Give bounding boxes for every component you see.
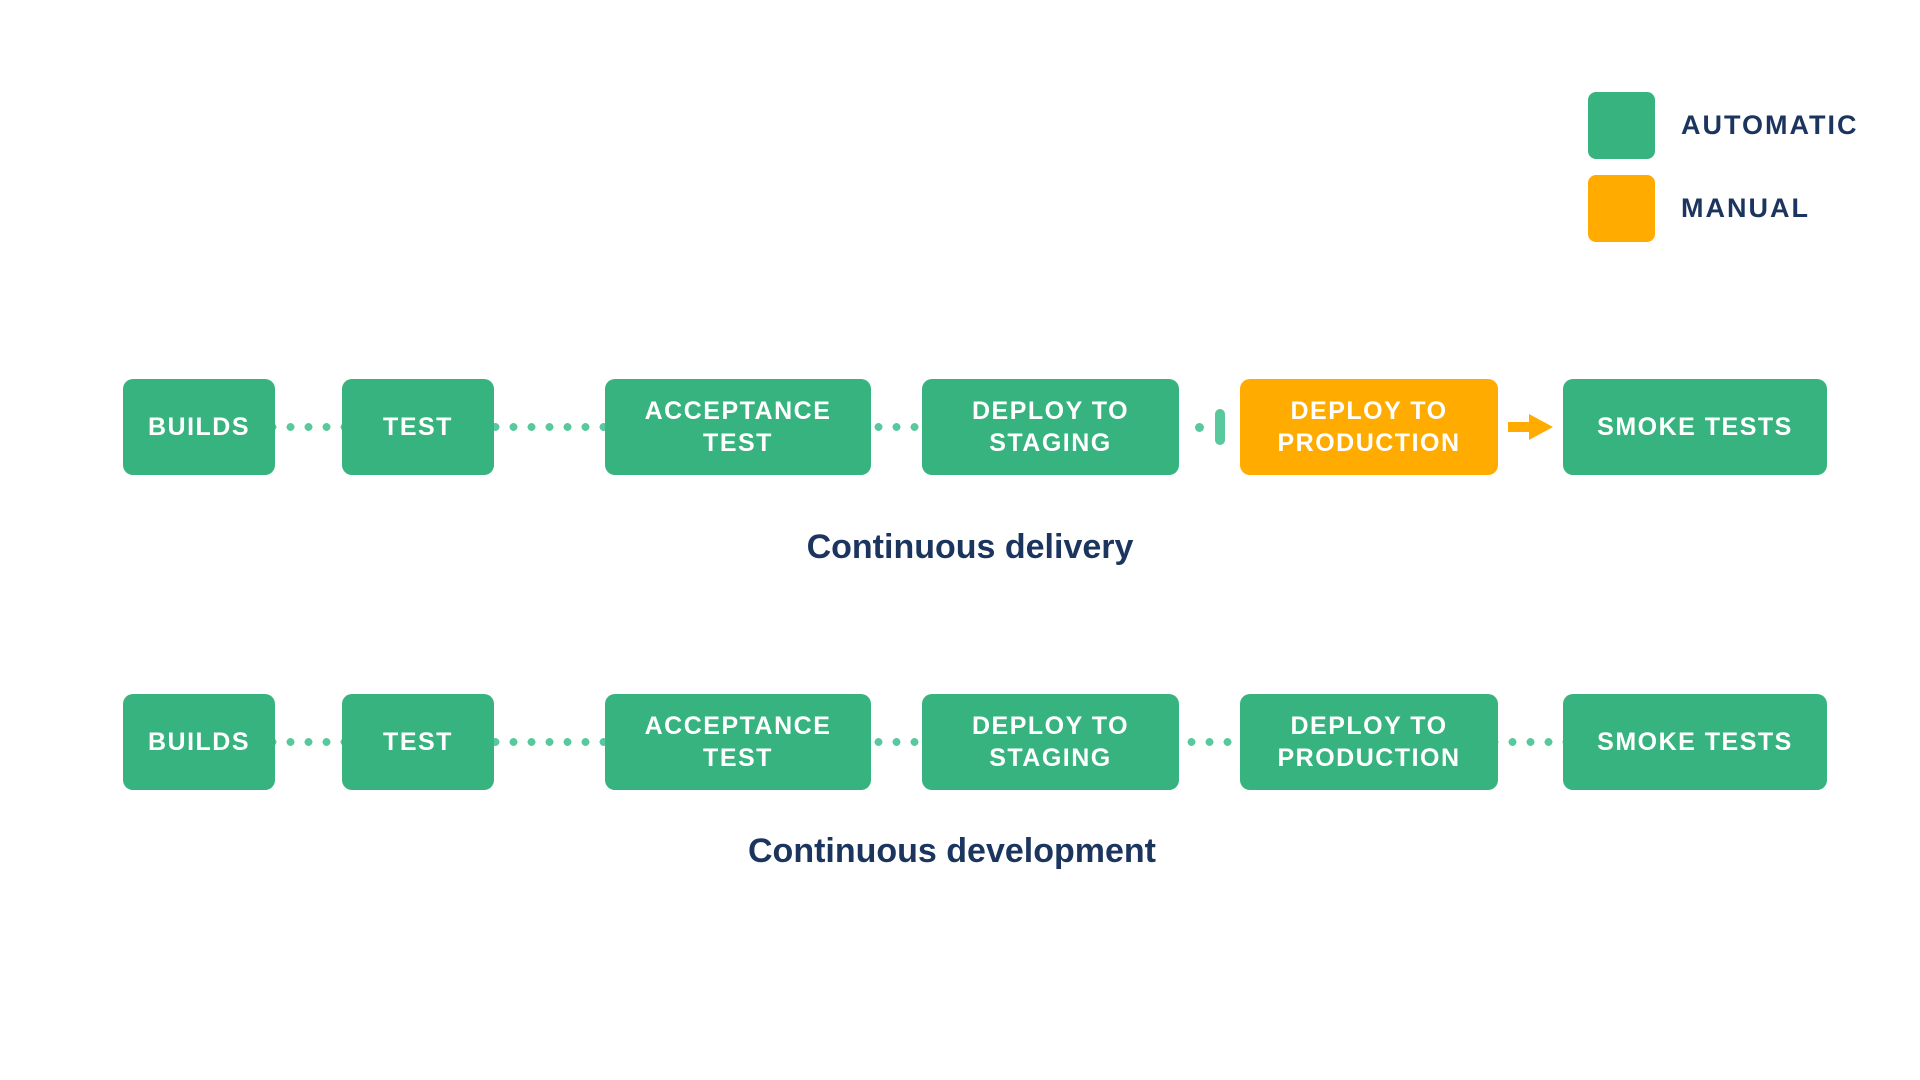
dotted-connector (275, 738, 342, 746)
automatic-swatch-icon (1588, 92, 1655, 159)
manual-arrow-connector (1498, 379, 1563, 475)
stage-deploy-to-staging: DEPLOY TO STAGING (922, 694, 1179, 790)
legend-item-automatic: AUTOMATIC (1588, 92, 1858, 159)
dotted-connector (871, 423, 922, 431)
gate-bar-icon (1214, 409, 1225, 445)
stage-builds: BUILDS (123, 379, 275, 475)
manual-swatch-icon (1588, 175, 1655, 242)
stage-test: TEST (342, 694, 494, 790)
legend-label-manual: MANUAL (1681, 193, 1810, 223)
gate-dot-icon (1194, 422, 1204, 432)
dotted-connector (275, 423, 342, 431)
stage-test: TEST (342, 379, 494, 475)
stage-deploy-to-production: DEPLOY TO PRODUCTION (1240, 694, 1498, 790)
stage-builds: BUILDS (123, 694, 275, 790)
legend-item-manual: MANUAL (1588, 175, 1858, 242)
arrow-right-icon (1507, 414, 1553, 440)
dotted-connector (871, 738, 922, 746)
dotted-connector (494, 423, 605, 431)
manual-gate-icon (1179, 379, 1240, 475)
section-title-continuous-development: Continuous development (748, 832, 1156, 870)
section-title-continuous-delivery: Continuous delivery (806, 528, 1134, 566)
legend: AUTOMATIC MANUAL (1588, 92, 1858, 242)
stage-deploy-to-production: DEPLOY TO PRODUCTION (1240, 379, 1498, 475)
stage-deploy-to-staging: DEPLOY TO STAGING (922, 379, 1179, 475)
stage-acceptance-test: ACCEPTANCE TEST (605, 694, 871, 790)
stage-smoke-tests: SMOKE TESTS (1563, 379, 1827, 475)
dotted-connector (1498, 738, 1563, 746)
dotted-connector (1179, 738, 1240, 746)
legend-label-automatic: AUTOMATIC (1681, 110, 1859, 140)
pipeline-continuous-development: BUILDS TEST ACCEPTANCE TEST DEPLOY TO ST… (123, 694, 1827, 790)
dotted-connector (494, 738, 605, 746)
stage-acceptance-test: ACCEPTANCE TEST (605, 379, 871, 475)
pipeline-continuous-delivery: BUILDS TEST ACCEPTANCE TEST DEPLOY TO ST… (123, 379, 1827, 475)
stage-smoke-tests: SMOKE TESTS (1563, 694, 1827, 790)
